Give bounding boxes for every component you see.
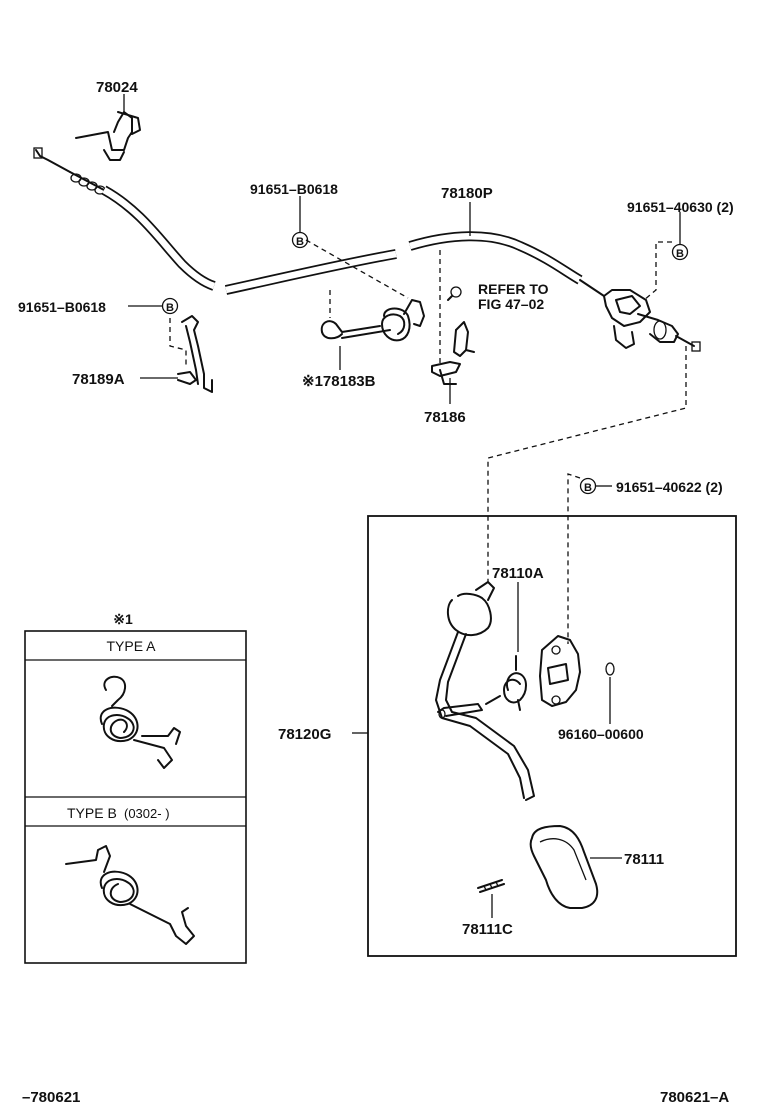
- label-78120g: 78120G: [278, 726, 331, 743]
- pin-78111c: [477, 879, 505, 918]
- label-refer-to: REFER TO: [478, 281, 549, 297]
- bolt-marker-left: B: [128, 297, 179, 315]
- footer-left-code: –780621: [22, 1089, 80, 1106]
- inset-type-b-range: (0302- ): [124, 806, 170, 821]
- inset-type-a: TYPE A: [106, 638, 156, 654]
- pedal-pad-78111: [529, 825, 622, 909]
- spring-78183b: [305, 239, 425, 370]
- label-78189a: 78189A: [72, 371, 125, 388]
- label-78180p: 78180P: [441, 185, 493, 202]
- label-78024: 78024: [96, 79, 138, 96]
- label-78183b: ※178183B: [302, 373, 376, 390]
- svg-text:B: B: [166, 302, 174, 314]
- bolt-marker-right: B: [643, 212, 689, 301]
- pedal-arm-78120g: [435, 581, 535, 801]
- label-91651-40622: 91651–40622 (2): [616, 479, 723, 495]
- svg-text:B: B: [676, 248, 684, 260]
- spring-type-inset: [24, 630, 247, 964]
- label-78111: 78111: [624, 851, 664, 868]
- inset-note-mark: ※1: [113, 611, 133, 627]
- label-78186: 78186: [424, 409, 466, 426]
- label-91651-b0618-left: 91651–B0618: [18, 299, 106, 315]
- label-91651-40630: 91651–40630 (2): [627, 199, 734, 215]
- inset-type-b: TYPE B: [67, 805, 117, 821]
- footer-right-code: 780621–A: [660, 1089, 729, 1106]
- clamp-78189a: [140, 315, 213, 393]
- bracket-78024: [75, 94, 141, 161]
- bracket-78186: [431, 250, 475, 404]
- bolt-marker-top: B: [291, 196, 309, 249]
- label-78110a: 78110A: [492, 565, 544, 582]
- nut-96160-00600: [605, 662, 615, 724]
- svg-text:B: B: [584, 482, 592, 494]
- label-78111c: 78111C: [462, 921, 513, 938]
- pedal-assembly-box: [367, 515, 737, 957]
- bolt-refer: [447, 286, 462, 301]
- svg-text:B: B: [296, 236, 304, 248]
- bolt-marker-pedal: B: [567, 473, 612, 644]
- throttle-cable-78180p: [33, 147, 701, 352]
- label-91651-b0618-top: 91651–B0618: [250, 181, 338, 197]
- pedal-bracket: [539, 635, 581, 707]
- label-96160-00600: 96160–00600: [558, 726, 644, 742]
- return-spring-78110a: [485, 582, 527, 711]
- label-refer-fig: FIG 47–02: [478, 296, 544, 312]
